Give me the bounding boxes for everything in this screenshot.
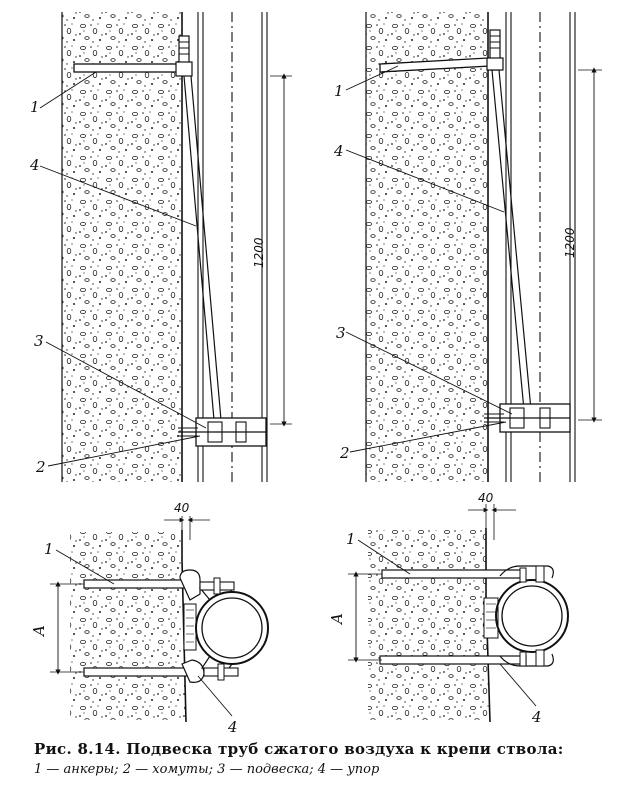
pipe-left [197, 12, 268, 482]
label-hanger-left: 3 [34, 332, 44, 350]
concrete-lining [70, 532, 186, 720]
label-hanger-right: 3 [336, 324, 346, 342]
elevation-view-left: 1200 1 4 3 2 [29, 12, 292, 482]
stop-rod-left [183, 75, 215, 421]
dimension-40-right: 40 [478, 491, 494, 505]
pipe-section-right [495, 579, 569, 653]
stop-plate-left [183, 603, 197, 651]
plan-view-right: 40 A 1 4 [328, 491, 569, 726]
label-stop-plan-right: 4 [531, 708, 542, 726]
concrete-lining [366, 12, 488, 482]
dimension-a-left: A [30, 625, 48, 638]
label-stop-right: 4 [333, 142, 344, 160]
dimension-1200-left: 1200 [252, 237, 266, 268]
label-stop-plan-left: 4 [227, 718, 238, 736]
anchor-upper-left [83, 579, 189, 589]
dimension-40-left: 40 [174, 501, 190, 515]
label-clamps-left: 2 [35, 458, 46, 476]
plan-view-left: 40 A 1 4 [30, 501, 269, 736]
concrete-lining [62, 12, 182, 482]
dimension-1200-right: 1200 [563, 227, 577, 258]
dimension-a-right: A [328, 613, 346, 626]
stop-rod-right [491, 69, 525, 411]
caption-legend: 1 — анкеры; 2 — хомуты; 3 — подвеска; 4 … [34, 762, 380, 777]
elevation-view-right: 1200 1 4 3 2 [333, 12, 602, 482]
label-anchors-right: 1 [334, 82, 344, 100]
label-anchors-plan-left: 1 [44, 540, 54, 558]
label-stop-left: 4 [29, 156, 40, 174]
label-anchors-left: 1 [30, 98, 40, 116]
anchor-top-left [73, 63, 185, 73]
caption-title: Рис. 8.14. Подвеска труб сжатого воздуха… [34, 740, 564, 758]
label-clamps-right: 2 [339, 444, 350, 462]
anchor-lower-left [83, 667, 193, 677]
label-anchors-plan-right: 1 [346, 530, 356, 548]
figure-caption: Рис. 8.14. Подвеска труб сжатого воздуха… [34, 740, 624, 777]
